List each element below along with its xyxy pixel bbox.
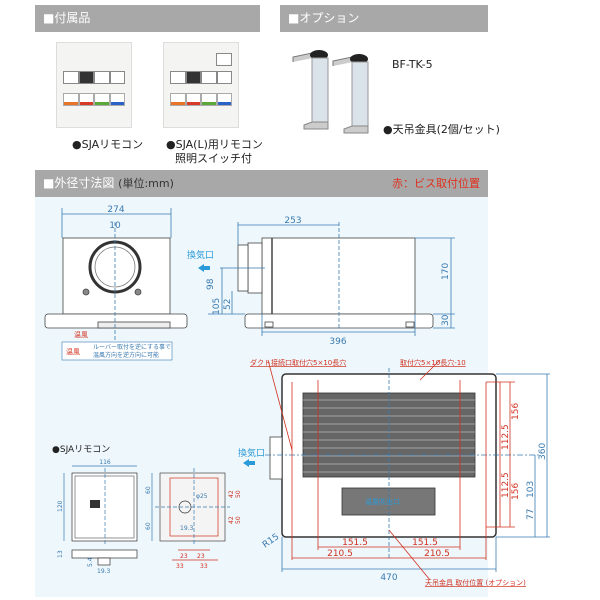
plate-dim-phi25: φ25 (196, 493, 208, 500)
bottom-exhaust-label: 換気口 (238, 447, 265, 459)
options-header: ■オプション (280, 5, 488, 32)
remote-dim-5-4: 5.4 (87, 557, 94, 567)
bottom-view (265, 359, 550, 581)
dimensions-header-text: ■外径寸法図 (43, 176, 115, 190)
warm-air-outlet-label: 温風吹出口 (365, 497, 400, 506)
dim-396: 396 (329, 337, 346, 347)
side-exhaust-label: 換気口 (187, 249, 214, 261)
plate-dim-60-top: 60 (145, 486, 152, 494)
dimensions-unit: (単位:mm) (118, 177, 174, 190)
dim-151-5-right: 151.5 (412, 538, 438, 548)
side-view (208, 222, 455, 336)
dim-274: 274 (107, 205, 124, 215)
remote-dim-120: 120 (57, 500, 64, 512)
exhaust-arrow-icon (243, 459, 255, 467)
dim-52: 52 (223, 299, 233, 310)
bracket-1 (292, 50, 329, 130)
exhaust-arrow-icon (198, 264, 210, 272)
plate-dim-33-right: 33 (200, 563, 208, 570)
front-view (44, 208, 188, 360)
ceiling-bracket-image (292, 50, 369, 134)
dim-253: 253 (284, 216, 301, 226)
plate-dim-50-top: 50 (235, 490, 242, 498)
remote-drawing (63, 465, 230, 566)
hanger-position-label: 天吊金具 取付位置 (オプション) (425, 578, 526, 587)
remote-dim-13: 13 (57, 550, 64, 558)
dim-10: 10 (109, 221, 121, 231)
remote-dim-116: 116 (99, 459, 111, 466)
louver-label-a: 温風 (74, 330, 88, 339)
louver-note-1: ルーバー取付を逆にする事で (93, 343, 171, 351)
dim-r15: R15 (261, 532, 281, 550)
plate-dim-50-bottom: 50 (235, 516, 242, 524)
plate-dim-23-left: 23 (180, 553, 188, 560)
plate-dim-42-bottom: 42 (228, 516, 235, 524)
dim-112-5-bottom: 112.5 (501, 472, 511, 498)
louver-label-b: 温風 (66, 347, 80, 356)
plate-dim-23-right: 23 (197, 553, 205, 560)
remote-dim-19-3: 19.3 (97, 568, 111, 575)
dim-470: 470 (380, 573, 397, 583)
dim-98: 98 (206, 278, 216, 290)
bracket-2 (332, 54, 369, 134)
sja-l-remote-caption: ●SJA(L)用リモコン 照明スイッチ付 (166, 138, 263, 166)
option-model: BF-TK-5 (392, 58, 433, 71)
sja-l-remote-image (163, 42, 239, 128)
dim-210-5-left: 210.5 (327, 549, 353, 559)
dim-210-5-right: 210.5 (424, 549, 450, 559)
screw-position-note: 赤：ビス取付位置 (392, 177, 480, 190)
dim-156-top: 156 (511, 403, 521, 420)
dim-360: 360 (538, 443, 548, 460)
sja-remote-caption: ●SJAリモコン (72, 138, 144, 151)
louver-note-2: 温風方向を逆方向に可能 (93, 351, 159, 359)
remote-drawing-title: ●SJAリモコン (52, 445, 110, 455)
louver-note-box (61, 341, 173, 361)
accessories-header: ■付属品 (35, 5, 260, 32)
option-label: ●天吊金具(2個/セット) (383, 123, 500, 136)
dim-105: 105 (212, 298, 222, 315)
dim-112-5-top: 112.5 (501, 424, 511, 450)
sja-l-caption-line2: 照明スイッチ付 (175, 152, 252, 165)
dimensions-header: ■外径寸法図 (単位:mm) 赤：ビス取付位置 (35, 170, 488, 197)
mount-hole-label: 取付穴5×10長穴-10 (400, 358, 466, 367)
sja-remote-image (56, 42, 132, 128)
duct-hole-label: ダクト接続口取付穴5×10長穴 (250, 358, 346, 367)
dim-103: 103 (526, 481, 536, 498)
plate-dim-60-bottom: 60 (145, 522, 152, 530)
dim-156-bottom: 156 (511, 483, 521, 500)
options-header-text: ■オプション (288, 11, 360, 25)
plate-dim-33-left: 33 (176, 563, 184, 570)
sja-l-caption-line1: ●SJA(L)用リモコン (166, 138, 263, 151)
plate-dim-19-3: 19.3 (180, 525, 194, 532)
dim-30: 30 (441, 314, 451, 326)
dim-77: 77 (526, 509, 536, 520)
plate-dim-42-top: 42 (228, 490, 235, 498)
dim-170: 170 (441, 263, 451, 280)
accessories-header-text: ■付属品 (43, 11, 91, 25)
dim-151-5-left: 151.5 (342, 538, 368, 548)
